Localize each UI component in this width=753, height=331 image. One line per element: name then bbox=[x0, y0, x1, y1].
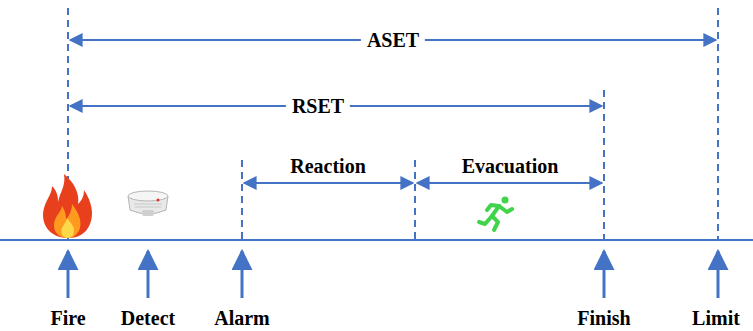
fire-icon bbox=[43, 174, 92, 238]
event-label: Detect bbox=[121, 307, 175, 329]
reaction-span bbox=[244, 182, 413, 184]
event-label: Fire bbox=[50, 307, 85, 329]
running-person-icon bbox=[479, 197, 512, 231]
phase-label: Reaction bbox=[290, 155, 366, 177]
dashed-markers bbox=[68, 8, 718, 240]
smoke-detector-icon bbox=[128, 191, 168, 216]
event-arrows bbox=[68, 251, 718, 298]
evacuation-span bbox=[417, 182, 602, 184]
rset-label: RSET bbox=[286, 95, 350, 117]
event-label: Alarm bbox=[214, 307, 270, 329]
phase-label: Evacuation bbox=[462, 155, 559, 177]
aset-label: ASET bbox=[361, 29, 425, 51]
event-label: Finish bbox=[577, 307, 630, 329]
event-label: Limit bbox=[692, 307, 740, 329]
time-axis bbox=[0, 239, 753, 241]
